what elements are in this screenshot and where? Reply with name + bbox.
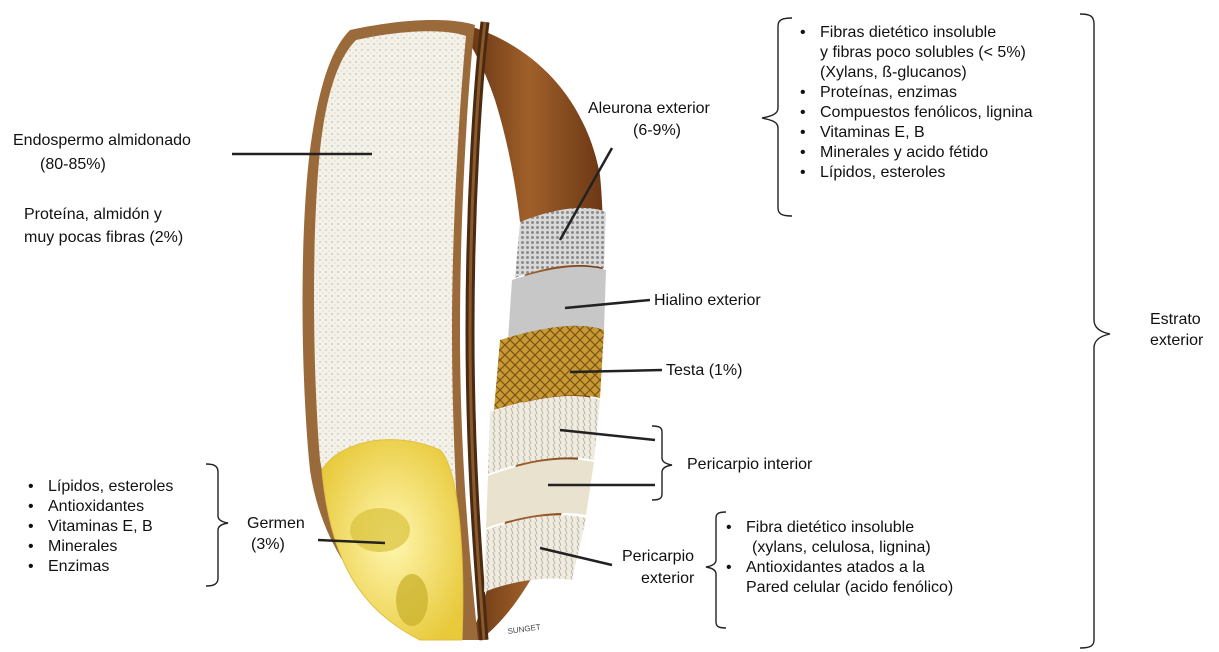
testa-label: Testa (1%) [666,361,742,381]
aleurone-composition-list: Fibras dietético insoluble y fibras poco… [796,23,1033,183]
list-item: Fibra dietético insoluble (xylans, celul… [722,518,953,558]
list-item: Enzimas [24,557,173,577]
outer-pericarp-label-line1: Pericarpio [622,547,694,567]
list-item: Lípidos, esteroles [24,477,173,497]
list-item: Antioxidantes [24,497,173,517]
outer-layer-bracket [1080,14,1110,648]
list-item: Compuestos fenólicos, lignina [796,103,1033,123]
germ-composition-list: Lípidos, esteroles Antioxidantes Vitamin… [24,477,173,577]
germ-embryo-1 [350,508,410,552]
list-item: Lípidos, esteroles [796,163,1033,183]
list-item: Vitaminas E, B [796,123,1033,143]
list-item: Fibras dietético insoluble y fibras poco… [796,23,1033,83]
aleurone-label: Aleurona exterior [588,99,710,119]
germ-bracket [206,464,228,586]
endosperm-description-line2: muy pocas fibras (2%) [24,228,183,248]
germ-percentage: (3%) [251,535,285,555]
outer-pericarp-label-line2: exterior [641,569,694,589]
inner-pericarp-label: Pericarpio interior [687,455,812,475]
watermark: SUNGET [507,622,541,636]
list-item: Antioxidantes atados a la Pared celular … [722,558,953,598]
endosperm-label: Endospermo almidonado [13,131,191,151]
germ-embryo-2 [396,574,428,626]
outer-pericarp-composition-list: Fibra dietético insoluble (xylans, celul… [722,518,953,598]
germ-label: Germen [247,514,305,534]
outer-layer-label-line1: Estrato [1150,310,1201,330]
aleurone-list-bracket [762,18,792,216]
endosperm-description-line1: Proteína, almidón y [24,205,162,225]
endosperm-percentage: (80-85%) [40,155,106,175]
outer-pericarp-layer [484,515,586,592]
list-item: Vitaminas E, B [24,517,173,537]
inner-pericarp-bracket [652,426,672,500]
list-item: Proteínas, enzimas [796,83,1033,103]
list-item: Minerales [24,537,173,557]
aleurone-percentage: (6-9%) [633,121,681,141]
hyaline-label: Hialino exterior [654,291,761,311]
list-item: Minerales y acido fétido [796,143,1033,163]
outer-layer-label-line2: exterior [1150,331,1203,351]
